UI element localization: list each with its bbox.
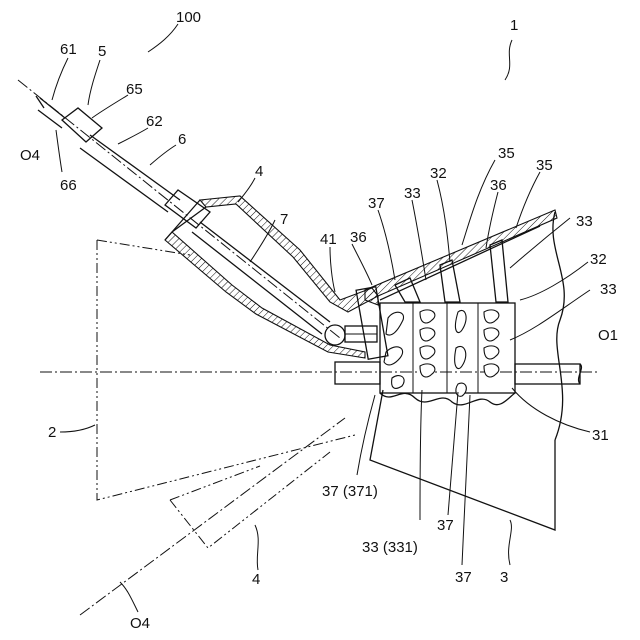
label-o4-upper: O4 — [20, 147, 40, 164]
label-4-upper: 4 — [255, 163, 263, 180]
label-3: 3 — [500, 569, 508, 586]
casing-outline-3 — [370, 390, 555, 530]
probe-joint — [325, 325, 345, 345]
label-35-top: 35 — [498, 145, 515, 162]
probe-7-lower — [192, 232, 322, 334]
label-37-top: 37 — [368, 195, 385, 212]
label-33-331: 33 (331) — [362, 539, 418, 556]
stator-vane-c — [490, 240, 508, 302]
leader-lines — [52, 24, 590, 612]
label-37-bottom: 37 — [455, 569, 472, 586]
label-100: 100 — [176, 9, 201, 26]
label-o1: O1 — [598, 327, 618, 344]
label-36-right: 36 — [490, 177, 507, 194]
label-61: 61 — [60, 41, 77, 58]
label-33-top: 33 — [404, 185, 421, 202]
label-37-371: 37 (371) — [322, 483, 378, 500]
sleeve-4-top-wall — [200, 196, 378, 312]
label-32-right: 32 — [590, 251, 607, 268]
shaft-right — [515, 364, 580, 384]
label-1: 1 — [510, 17, 518, 34]
reference-labels: 100 1 5 61 65 62 6 O4 66 4 7 41 36 37 33… — [20, 9, 618, 632]
blade-block-break — [380, 393, 515, 405]
label-6: 6 — [178, 131, 186, 148]
label-37-mid: 37 — [437, 517, 454, 534]
probe-tube-lower — [80, 148, 168, 212]
label-4-lower: 4 — [252, 571, 260, 588]
label-31: 31 — [592, 427, 609, 444]
probe-head-65 — [62, 108, 102, 142]
label-33-right: 33 — [600, 281, 617, 298]
label-35-right: 35 — [536, 157, 553, 174]
label-2: 2 — [48, 424, 56, 441]
label-36-left: 36 — [350, 229, 367, 246]
outer-shroud — [365, 210, 557, 305]
label-66: 66 — [60, 177, 77, 194]
label-5: 5 — [98, 43, 106, 60]
sleeve-4-inner — [172, 207, 206, 232]
centerline-o4-upper — [18, 80, 340, 338]
label-65: 65 — [126, 81, 143, 98]
casing-break-edge — [553, 212, 564, 440]
label-32-top: 32 — [430, 165, 447, 182]
probe-tube-upper — [90, 135, 180, 200]
phantom-sleeve-4-side — [170, 466, 260, 500]
label-62: 62 — [146, 113, 163, 130]
label-7: 7 — [280, 211, 288, 228]
shaft-left — [335, 362, 380, 384]
phantom-sleeve-4 — [170, 452, 330, 548]
label-33-right-top: 33 — [576, 213, 593, 230]
label-o4-lower: O4 — [130, 615, 150, 632]
label-41: 41 — [320, 231, 337, 248]
airfoils — [384, 310, 499, 396]
